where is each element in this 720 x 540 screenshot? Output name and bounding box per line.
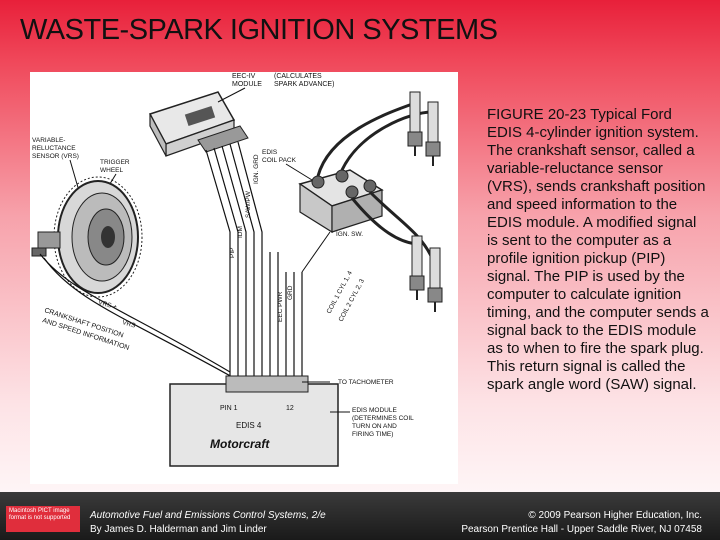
copyright: © 2009 Pearson Higher Education, Inc. <box>528 510 702 521</box>
vrs-sensor <box>31 231 61 257</box>
motorcraft-logo: Motorcraft <box>210 437 270 451</box>
slide-footer: Macintosh PICT image format is not suppo… <box>0 492 720 540</box>
eec-note-2: SPARK ADVANCE) <box>274 81 334 88</box>
coil-label-1: EDIS <box>262 149 278 156</box>
vrs-label-3: SENSOR (VRS) <box>32 153 79 160</box>
wire-pip: PIP <box>229 248 236 258</box>
vrs-label-1: VARIABLE- <box>32 137 65 144</box>
eec-iv-module <box>148 91 249 157</box>
trigger-label-1: TRIGGER <box>100 159 130 166</box>
vrs-label-2: RELUCTANCE <box>32 145 76 152</box>
wire-idm: IDM <box>237 226 244 238</box>
authors: By James D. Halderman and Jim Linder <box>90 524 267 535</box>
slide-title: WASTE-SPARK IGNITION SYSTEMS <box>20 14 498 46</box>
figure-number: FIGURE 20-23 <box>487 106 587 123</box>
edis-note-3: TURN ON AND <box>352 423 397 430</box>
eec-label-2: MODULE <box>232 81 262 88</box>
wire-saw: SAW/PW <box>245 190 252 218</box>
edis-note-4: FIRING TIME) <box>352 431 393 438</box>
spark-plugs <box>407 91 443 312</box>
trigger-wheel <box>53 176 143 298</box>
pin12-label: 12 <box>286 405 294 412</box>
publisher: Pearson Prentice Hall - Upper Saddle Riv… <box>461 524 702 535</box>
diagram-svg: EEC-IV MODULE (CALCULATES SPARK ADVANCE)… <box>31 73 443 467</box>
eec-note-1: (CALCULATES <box>274 73 322 80</box>
footer-left: Automotive Fuel and Emissions Control Sy… <box>90 509 326 537</box>
wire-eec-pwr: EEC PWR <box>277 291 284 322</box>
plug-wires <box>316 100 434 259</box>
caption-text: Typical Ford EDIS 4-cylinder ignition sy… <box>487 106 709 393</box>
edis-note-2: (DETERMINES COIL <box>352 415 414 422</box>
eec-label-1: EEC-IV <box>232 73 256 80</box>
figure-caption: FIGURE 20-23 Typical Ford EDIS 4-cylinde… <box>487 106 709 394</box>
tach-label: TO TACHOMETER <box>338 379 394 386</box>
trigger-label-2: WHEEL <box>100 167 124 174</box>
wire-grd: GRD <box>287 285 294 300</box>
edis-coil-pack <box>298 169 384 234</box>
ignition-system-diagram: EEC-IV MODULE (CALCULATES SPARK ADVANCE)… <box>30 72 458 484</box>
pin1-label: PIN 1 <box>220 405 238 412</box>
footer-right: © 2009 Pearson Higher Education, Inc. Pe… <box>461 509 702 537</box>
coil-label-2: COIL PACK <box>262 157 297 164</box>
edis4-label: EDIS 4 <box>236 421 262 430</box>
pict-placeholder-logo: Macintosh PICT image format is not suppo… <box>6 506 80 532</box>
edis-module <box>169 375 339 467</box>
signal-wires <box>205 141 303 382</box>
wire-ign-grd: IGN. GRD <box>253 154 260 184</box>
vrs-minus-label: VRS - <box>121 319 140 331</box>
edis-note-1: EDIS MODULE <box>352 407 397 414</box>
ign-sw-label: IGN. SW. <box>336 231 363 238</box>
book-title: Automotive Fuel and Emissions Control Sy… <box>90 510 326 521</box>
